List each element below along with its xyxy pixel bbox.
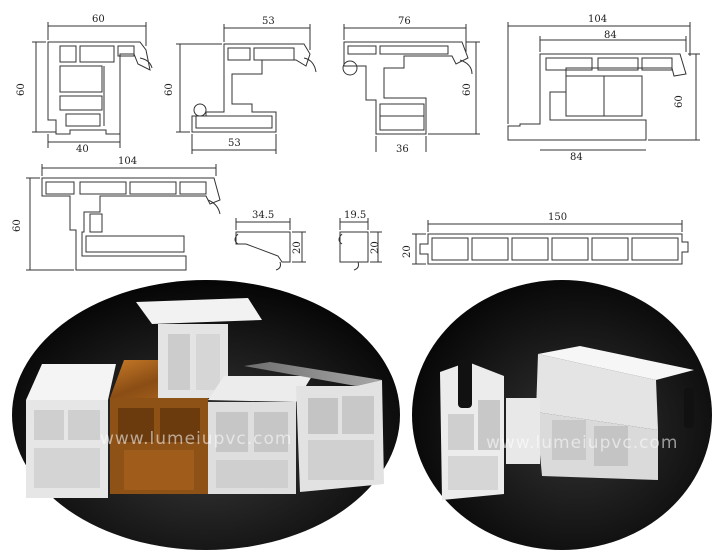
technical-drawings-sheet: 60 60 40 53 60 53 76 60 36 104 84 60 84 … bbox=[12, 14, 700, 271]
watermark-right: www.lumeiupvc.com bbox=[486, 433, 678, 453]
dim-bead2-height: 20 bbox=[370, 241, 381, 254]
bead-2-drawing bbox=[338, 218, 382, 271]
white-profile-frame bbox=[208, 376, 312, 494]
dim-bead2-width: 19.5 bbox=[344, 210, 366, 221]
dim-d-bottom: 84 bbox=[570, 152, 583, 163]
dim-b-height: 60 bbox=[164, 83, 175, 96]
dim-c-top: 76 bbox=[398, 16, 411, 27]
dim-c-height: 60 bbox=[462, 83, 473, 96]
white-profile-upright bbox=[136, 298, 262, 398]
dim-d-height: 60 bbox=[674, 95, 685, 108]
dim-a-height: 60 bbox=[16, 83, 27, 96]
dim-c-bottom: 36 bbox=[396, 144, 409, 155]
dim-panel-height: 20 bbox=[402, 245, 413, 258]
dim-d-inner: 84 bbox=[604, 30, 617, 41]
white-profile-frame-right bbox=[506, 346, 694, 480]
dim-panel-width: 150 bbox=[548, 212, 567, 223]
dim-b-bottom: 53 bbox=[228, 138, 241, 149]
profile-a-drawing bbox=[32, 22, 153, 148]
profile-d-drawing bbox=[507, 22, 700, 151]
drawings-svg: 60 60 40 53 60 53 76 60 36 104 84 60 84 … bbox=[12, 14, 700, 271]
dim-b-top: 53 bbox=[262, 16, 275, 27]
dim-e-top: 104 bbox=[118, 156, 137, 167]
profile-b-drawing bbox=[176, 24, 317, 154]
watermark-left: www.lumeiupvc.com bbox=[100, 429, 292, 449]
dim-d-top: 104 bbox=[588, 14, 607, 25]
white-profile-sash bbox=[440, 360, 504, 500]
dim-bead1-width: 34.5 bbox=[252, 210, 274, 221]
panel-drawing bbox=[412, 220, 689, 265]
dim-e-height: 60 bbox=[12, 219, 23, 232]
profiles-photo-left: www.lumeiupvc.com bbox=[12, 280, 400, 550]
dim-a-top: 60 bbox=[92, 14, 105, 25]
grey-profile bbox=[244, 362, 384, 492]
dim-bead1-height: 20 bbox=[292, 241, 303, 254]
white-profile-left bbox=[26, 364, 116, 498]
dim-a-bottom: 40 bbox=[76, 144, 89, 155]
bead-1-drawing bbox=[234, 218, 306, 271]
profile-e-drawing bbox=[26, 164, 221, 271]
profiles-photo-right: www.lumeiupvc.com bbox=[412, 280, 712, 550]
profile-c-drawing bbox=[342, 24, 480, 152]
